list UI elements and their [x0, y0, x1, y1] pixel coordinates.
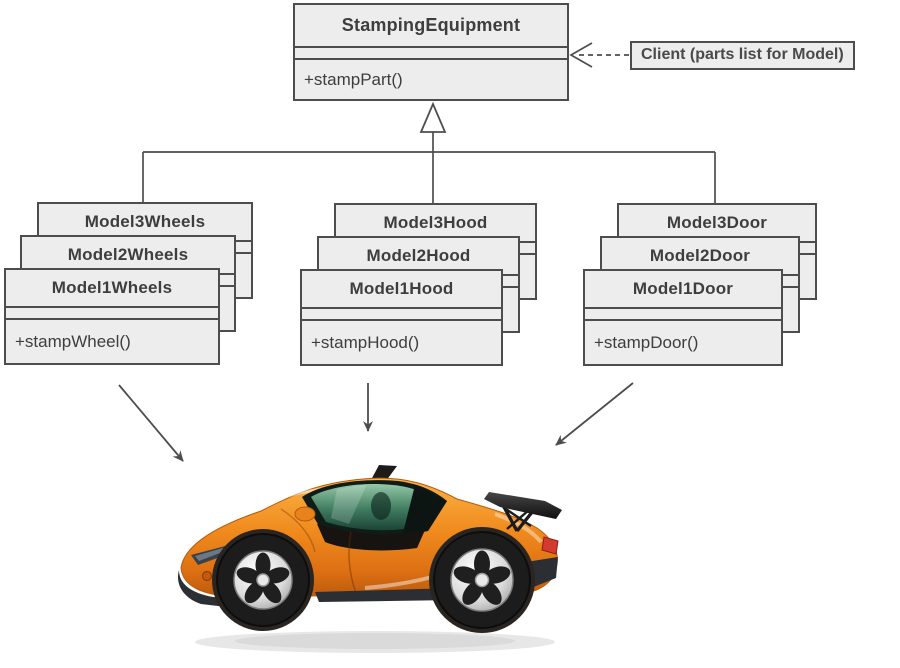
- front-bumper: [177, 570, 237, 608]
- class-title: Model1Door: [585, 271, 781, 309]
- class-method: +stampHood(): [311, 332, 420, 352]
- window-frame: [302, 480, 447, 536]
- client-note-box: Client (parts list for Model): [630, 41, 855, 70]
- class-title: Model1Wheels: [6, 270, 218, 308]
- class-box-model1door: Model1Door +stampDoor(): [583, 269, 783, 366]
- class-method: +stampPart(): [304, 69, 403, 89]
- window-glass: [311, 484, 437, 531]
- class-title: StampingEquipment: [295, 5, 567, 48]
- class-attributes-empty: [585, 309, 781, 321]
- class-attributes-empty: [302, 309, 501, 321]
- car-illustration: [177, 465, 562, 653]
- car-body: [180, 477, 558, 598]
- open-arrowhead-icon: [569, 42, 593, 68]
- taillight: [541, 536, 559, 555]
- car-shadow: [195, 631, 555, 653]
- generalization-triangle-icon: [419, 101, 447, 133]
- right-flow-arrow: [555, 382, 634, 446]
- class-box-model1hood: Model1Hood +stampHood(): [300, 269, 503, 366]
- flow-arrows-to-car: [118, 382, 634, 462]
- inheritance-connector: [142, 132, 716, 204]
- class-attributes-empty: [295, 48, 567, 60]
- hood-highlight: [213, 487, 328, 529]
- door-seam: [348, 531, 357, 594]
- class-box-model1wheels: Model1Wheels +stampWheel(): [4, 268, 220, 365]
- headlight: [191, 545, 234, 565]
- class-method: +stampDoor(): [594, 332, 699, 352]
- class-title: Model1Hood: [302, 271, 501, 309]
- dashed-dependency-arrow: [569, 42, 629, 68]
- class-box-stampingequipment: StampingEquipment +stampPart(): [293, 3, 569, 101]
- rocker-panel: [315, 588, 457, 602]
- rear-bumper: [513, 557, 558, 592]
- rear-wheel: [429, 527, 535, 633]
- left-flow-arrow: [118, 384, 184, 462]
- fog-light: [201, 570, 213, 582]
- driver-silhouette: [371, 492, 391, 520]
- front-wheel: [212, 529, 314, 631]
- rear-spoiler: [484, 492, 562, 533]
- side-mirror: [294, 506, 316, 522]
- class-attributes-empty: [6, 308, 218, 320]
- roof-fin: [371, 465, 397, 481]
- class-method: +stampWheel(): [15, 331, 131, 351]
